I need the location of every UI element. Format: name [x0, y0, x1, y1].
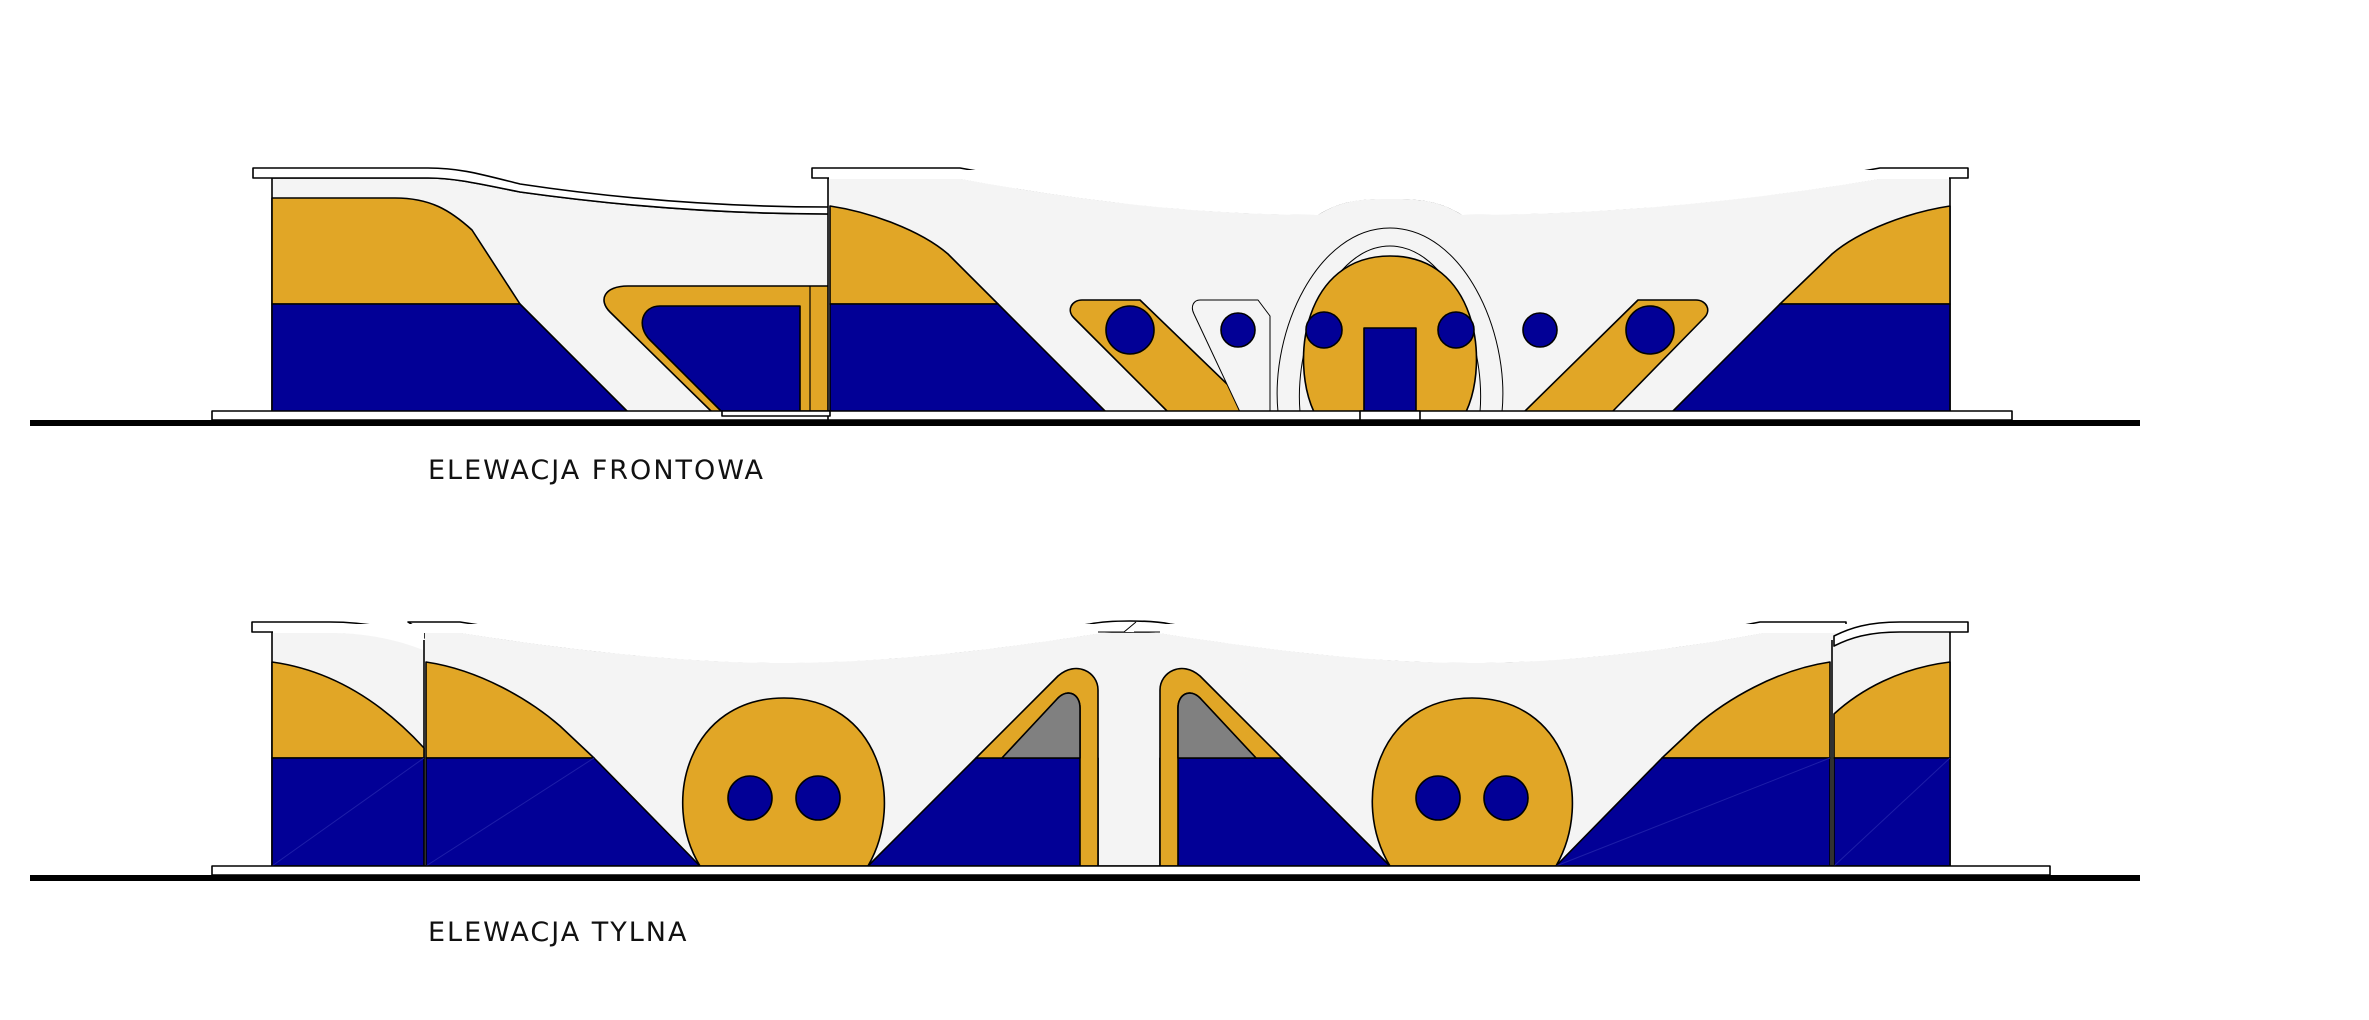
front-left-gold-band: [271, 197, 521, 305]
rear-right-gold-band: [1661, 661, 1831, 759]
front-round-window-3: [1305, 311, 1343, 349]
rear-center-left-glass: [1001, 692, 1081, 759]
front-round-window-2: [1220, 312, 1256, 348]
front-main-right-gold: [1779, 205, 1951, 305]
front-round-window-6: [1625, 305, 1675, 355]
rear-right-wing-gold: [1833, 661, 1951, 759]
rear-right-wing-roof: [1833, 621, 1969, 647]
rear-center-right-glass: [1177, 692, 1257, 759]
rear-elevation: [211, 620, 2051, 876]
front-step-center: [1359, 410, 1421, 421]
rear-round-window-4: [1483, 775, 1529, 821]
rear-left-wing-gold: [271, 661, 425, 759]
rear-elevation-caption: ELEWACJA TYLNA: [428, 917, 689, 948]
rear-sky: [273, 624, 1949, 663]
rear-plinth: [211, 865, 2051, 876]
rear-round-window-3: [1415, 775, 1461, 821]
rear-round-window-1: [727, 775, 773, 821]
front-main-entrance-door: [1363, 327, 1417, 413]
front-central-arch-outer: [1276, 227, 1504, 413]
rear-central-peak: [1098, 621, 1160, 633]
rear-right-gold-disc: [1371, 697, 1574, 867]
front-round-window-1: [1105, 305, 1155, 355]
front-step-left: [721, 410, 831, 417]
rear-left-gold-disc: [681, 697, 886, 867]
front-elevation: [211, 167, 2013, 421]
rear-left-gold-band: [425, 661, 595, 759]
front-round-window-4: [1437, 311, 1475, 349]
front-main-sky: [829, 170, 1949, 215]
front-elevation-caption: ELEWACJA FRONTOWA: [428, 455, 765, 486]
front-round-window-5: [1522, 312, 1558, 348]
front-main-left-gold: [829, 205, 999, 305]
rear-round-window-2: [795, 775, 841, 821]
